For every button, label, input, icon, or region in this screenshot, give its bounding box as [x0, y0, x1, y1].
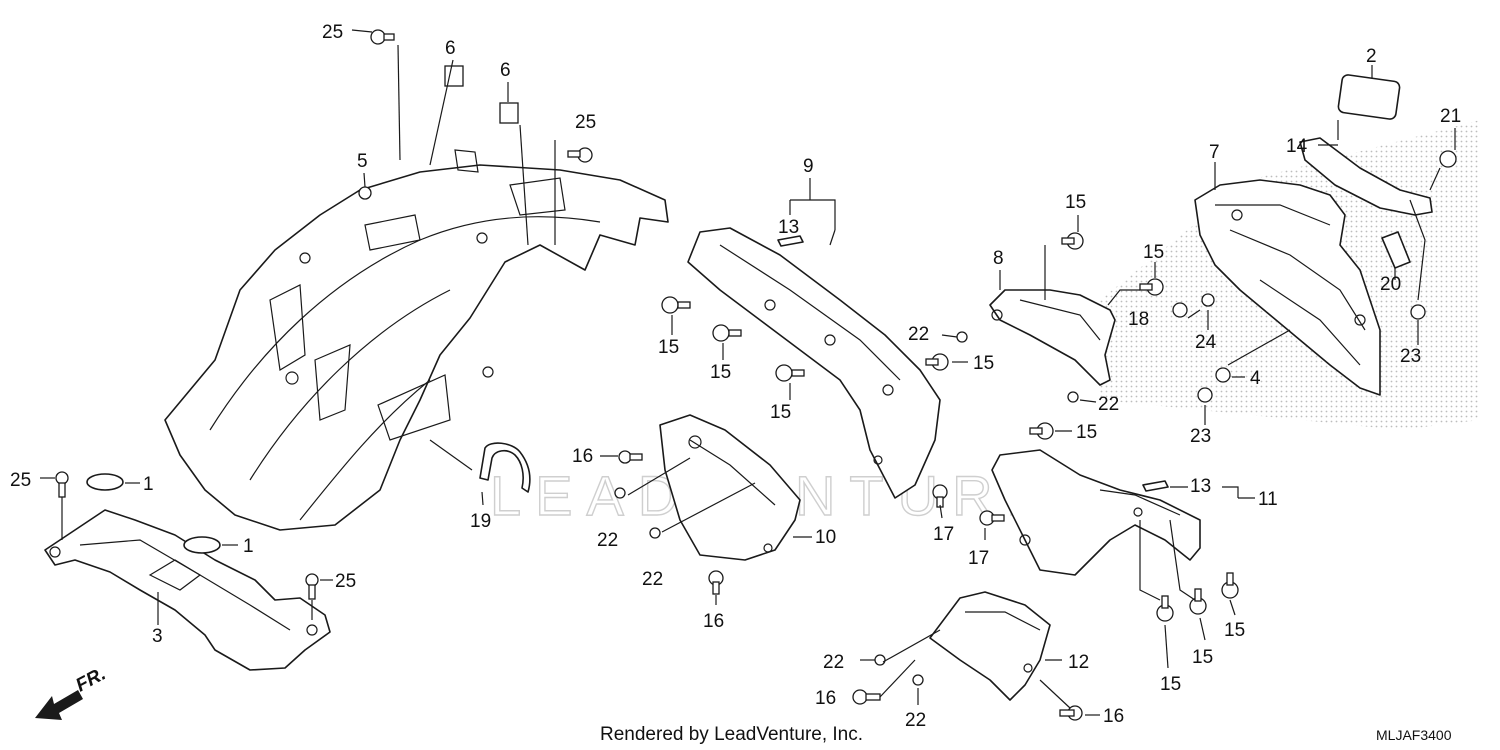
footer-credit: Rendered by LeadVenture, Inc. [600, 724, 863, 745]
callout-10: 10 [815, 527, 836, 548]
callout-22: 22 [823, 652, 844, 673]
diagram-code: MLJAF3400 [1376, 727, 1452, 743]
callout-1: 1 [143, 474, 154, 495]
part-reflector [1337, 74, 1401, 120]
callout-6: 6 [445, 38, 456, 59]
callout-4: 4 [1250, 368, 1261, 389]
callout-22: 22 [597, 530, 618, 551]
part-tail-housing [1194, 179, 1381, 396]
callout-17: 17 [933, 524, 954, 545]
callout-20: 20 [1380, 274, 1401, 295]
callout-13: 13 [778, 217, 799, 238]
callout-15: 15 [770, 402, 791, 423]
callout-15: 15 [1065, 192, 1086, 213]
callout-15: 15 [1192, 647, 1213, 668]
part-side-cover-lower [991, 449, 1201, 576]
callout-24: 24 [1195, 332, 1217, 353]
callout-16: 16 [703, 611, 724, 632]
callout-3: 3 [152, 626, 163, 647]
callout-15: 15 [658, 337, 679, 358]
callout-15: 15 [1076, 422, 1097, 443]
part-inner-fender [164, 149, 669, 531]
callout-21: 21 [1440, 106, 1461, 127]
callout-25: 25 [10, 470, 31, 491]
callout-6: 6 [500, 60, 511, 81]
part-label-sticker-upper [777, 235, 804, 247]
callout-14: 14 [1286, 136, 1308, 157]
leader-lines [40, 29, 1456, 716]
callout-22: 22 [905, 710, 926, 731]
callout-5: 5 [357, 151, 368, 172]
callout-16: 16 [815, 688, 836, 709]
callout-7: 7 [1209, 142, 1220, 163]
callout-25: 25 [575, 112, 596, 133]
callout-22: 22 [908, 324, 929, 345]
callout-2: 2 [1366, 46, 1377, 67]
callout-22: 22 [642, 569, 663, 590]
callout-15: 15 [973, 353, 994, 374]
callout-22: 22 [1098, 394, 1119, 415]
part-collar [1381, 231, 1411, 269]
callout-13: 13 [1190, 476, 1211, 497]
part-side-cover-upper [687, 227, 941, 499]
part-plate-stay [1299, 137, 1433, 216]
callout-25: 25 [322, 22, 343, 43]
callout-18: 18 [1128, 309, 1149, 330]
callout-23: 23 [1400, 346, 1421, 367]
callout-12: 12 [1068, 652, 1089, 673]
callout-15: 15 [710, 362, 731, 383]
part-grommet-upper [86, 473, 124, 491]
callout-15: 15 [1143, 242, 1164, 263]
part-cable-band [479, 442, 531, 493]
callout-9: 9 [803, 156, 814, 177]
callout-1: 1 [243, 536, 254, 557]
callout-15: 15 [1224, 620, 1245, 641]
callout-11: 11 [1258, 489, 1278, 510]
front-direction-indicator: FR. [35, 664, 109, 720]
callout-23: 23 [1190, 426, 1211, 447]
part-fender-bracket [44, 509, 331, 671]
part-bottom-cover [929, 591, 1051, 701]
callout-19: 19 [470, 511, 491, 532]
part-label-sticker-lower [1142, 480, 1169, 492]
callout-17: 17 [968, 548, 989, 569]
fasteners [55, 29, 1457, 721]
front-arrow-icon [35, 690, 83, 720]
part-grommet-lower [183, 536, 221, 554]
part-lower-cover [659, 414, 801, 561]
callout-16: 16 [572, 446, 593, 467]
callout-25: 25 [335, 571, 356, 592]
part-mount-bracket [989, 289, 1116, 386]
callout-labels: 25 6 6 25 5 9 13 15 15 15 15 16 22 22 10… [10, 22, 1461, 731]
callout-16: 16 [1103, 706, 1124, 727]
callout-15: 15 [1160, 674, 1181, 695]
callout-8: 8 [993, 248, 1004, 269]
